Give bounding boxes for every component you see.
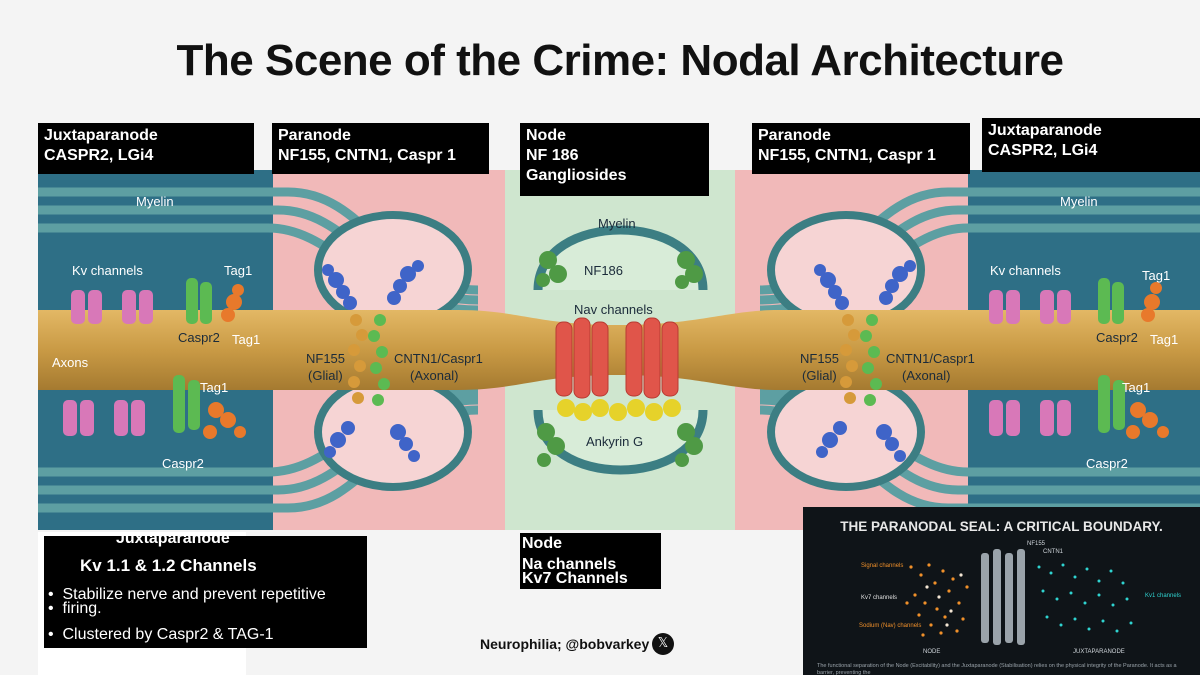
inset-nf155: NF155 <box>1027 541 1046 547</box>
jx-bullet-1b: • firing. <box>48 600 102 618</box>
inset-cntn1: CNTN1 <box>1043 549 1064 555</box>
juxtaparanode-info-box: Juxtaparanode Kv 1.1 & 1.2 Channels • St… <box>44 536 367 648</box>
node-info-box: Node Na channels Kv7 Channels <box>520 533 661 589</box>
label-juxtaparanode-left: Juxtaparanode CASPR2, LGi4 <box>38 123 254 174</box>
tag1-label-a: Tag1 <box>224 263 252 278</box>
inset-node: NODE <box>923 649 940 655</box>
inset-jx: JUXTAPARANODE <box>1073 649 1125 655</box>
paranodal-seal-inset: THE PARANODAL SEAL: A CRITICAL BOUNDARY.… <box>803 507 1200 675</box>
caspr2-label-b: Caspr2 <box>162 456 204 471</box>
tag1-label-b: Tag1 <box>232 332 260 347</box>
nf155-left-label-1: NF155 <box>306 351 345 366</box>
caspr2-label-d: Caspr2 <box>1086 456 1128 471</box>
paranode-columns <box>981 549 1025 645</box>
axons-label: Axons <box>52 355 89 370</box>
cntn-left-label-2: (Axonal) <box>410 368 458 383</box>
label-paranode-right: Paranode NF155, CNTN1, Caspr 1 <box>752 123 970 174</box>
jx-left-line2: CASPR2, LGi4 <box>44 146 248 166</box>
nodal-diagram: Myelin Myelin Myelin Kv channels Kv chan… <box>38 170 1200 530</box>
node-box-line3: Kv7 Channels <box>522 570 628 588</box>
tag1-label-d: Tag1 <box>1142 268 1170 283</box>
nf155-left-label-2: (Glial) <box>308 368 343 383</box>
caspr2-label-c: Caspr2 <box>1096 330 1138 345</box>
cntn-left-label-1: CNTN1/Caspr1 <box>394 351 483 366</box>
tag1-label-c: Tag1 <box>200 380 228 395</box>
inset-sodium: Sodium (Nav) channels <box>859 623 921 629</box>
node-line3: Gangliosides <box>526 166 703 186</box>
jx-dots <box>1038 564 1133 633</box>
nf186-label: NF186 <box>584 263 623 278</box>
node-line2: NF 186 <box>526 146 703 166</box>
inset-kv7: Kv7 channels <box>861 595 897 601</box>
page-title: The Scene of the Crime: Nodal Architectu… <box>0 36 1200 86</box>
kv-left-label: Kv channels <box>72 263 143 278</box>
node-line1: Node <box>526 126 703 146</box>
label-paranode-left: Paranode NF155, CNTN1, Caspr 1 <box>272 123 489 174</box>
kv-right-label: Kv channels <box>990 263 1061 278</box>
myelin-right-label: Myelin <box>1060 194 1098 209</box>
x-logo-icon: 𝕏 <box>652 633 674 655</box>
cntn-right-label-1: CNTN1/Caspr1 <box>886 351 975 366</box>
jx-right-line1: Juxtaparanode <box>988 121 1194 141</box>
pn-right-line2: NF155, CNTN1, Caspr 1 <box>758 146 964 166</box>
credit-text: Neurophilia; @bobvarkey <box>480 636 649 652</box>
nav-label: Nav channels <box>574 302 653 317</box>
jx-box-heading: Juxtaparanode <box>116 530 230 548</box>
jx-right-line2: CASPR2, LGi4 <box>988 141 1194 161</box>
caspr2-label-a: Caspr2 <box>178 330 220 345</box>
jx-bullet-2: • Clustered by Caspr2 & TAG-1 <box>48 626 274 644</box>
ankyrin-label: Ankyrin G <box>586 434 643 449</box>
tag1-label-e: Tag1 <box>1150 332 1178 347</box>
myelin-center-label: Myelin <box>598 216 636 231</box>
inset-kv1: Kv1 channels <box>1145 593 1181 599</box>
pn-left-line2: NF155, CNTN1, Caspr 1 <box>278 146 483 166</box>
jx-left-line1: Juxtaparanode <box>44 126 248 146</box>
myelin-left-label: Myelin <box>136 194 174 209</box>
label-juxtaparanode-right: Juxtaparanode CASPR2, LGi4 <box>982 118 1200 172</box>
node-dots-white <box>925 573 962 626</box>
inset-footer: The functional separation of the Node (E… <box>817 663 1187 675</box>
inset-graphic: NF155 CNTN1 Signal channels Kv7 channels… <box>803 507 1200 675</box>
inset-signal: Signal channels <box>861 563 903 569</box>
nf155-right-label-1: NF155 <box>800 351 839 366</box>
label-node: Node NF 186 Gangliosides <box>520 123 709 196</box>
nf155-right-label-2: (Glial) <box>802 368 837 383</box>
cntn-right-label-2: (Axonal) <box>902 368 950 383</box>
jx-box-subheading: Kv 1.1 & 1.2 Channels <box>80 556 257 576</box>
node-box-line1: Node <box>522 535 562 553</box>
pn-left-line1: Paranode <box>278 126 483 146</box>
pn-right-line1: Paranode <box>758 126 964 146</box>
tag1-label-f: Tag1 <box>1122 380 1150 395</box>
